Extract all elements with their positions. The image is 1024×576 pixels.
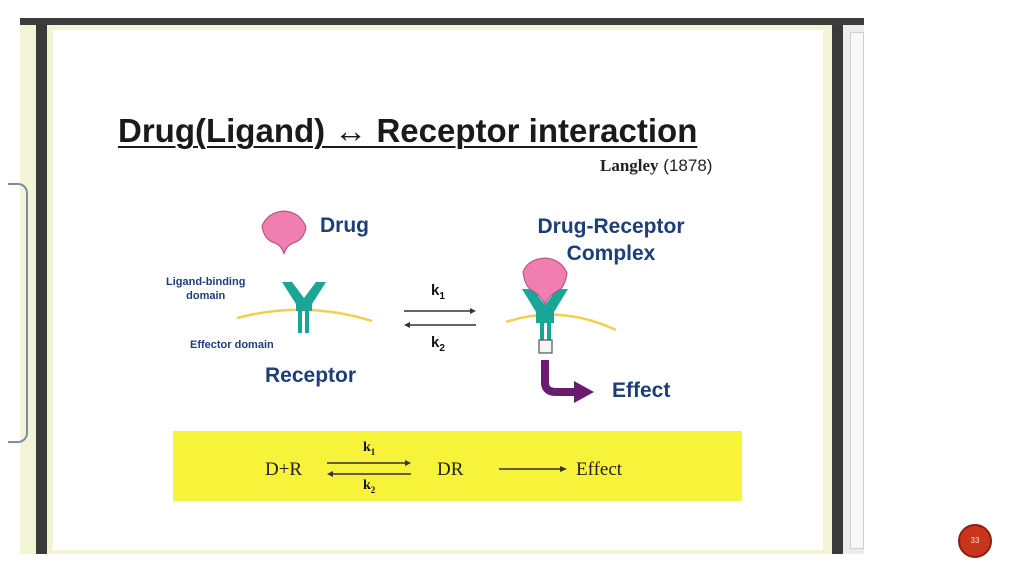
rate-constant-k2: k2 bbox=[431, 334, 445, 354]
citation-author: Langley bbox=[600, 156, 659, 175]
frame-right-pillar bbox=[832, 25, 843, 554]
effector-domain-label: Effector domain bbox=[190, 339, 274, 351]
page-number-badge: 33 bbox=[958, 524, 992, 558]
complex-label-line2: Complex bbox=[566, 242, 656, 265]
effect-label: Effect bbox=[612, 379, 671, 402]
drug-shape bbox=[261, 210, 307, 255]
equation-effect: Effect bbox=[576, 459, 623, 480]
citation-year: (1878) bbox=[663, 156, 713, 175]
ligand-binding-line1: Ligand-binding bbox=[166, 276, 246, 288]
citation: Langley (1878) bbox=[600, 156, 712, 176]
slide-title: Drug(Ligand) ↔ Receptor interaction bbox=[118, 112, 698, 149]
receptor-shape bbox=[282, 282, 326, 333]
equation-k1: k1 bbox=[363, 440, 376, 457]
frame-left-pillar bbox=[36, 25, 47, 554]
equilibrium-arrows bbox=[404, 308, 476, 328]
complex-receptor-shape bbox=[522, 289, 568, 354]
equation-complex: DR bbox=[437, 459, 464, 480]
receptor-label: Receptor bbox=[265, 364, 357, 387]
ligand-binding-domain-label: Ligand-binding domain bbox=[166, 275, 245, 303]
effect-arrow bbox=[541, 360, 594, 403]
equation-box bbox=[173, 431, 742, 501]
rate-constant-k1: k1 bbox=[431, 282, 445, 302]
equation-reactants: D+R bbox=[265, 459, 303, 480]
frame-top-bar bbox=[20, 18, 864, 25]
frame-right-scrollbar[interactable] bbox=[850, 32, 864, 549]
complex-label-line1: Drug-Receptor bbox=[537, 215, 685, 238]
equation-k2: k2 bbox=[363, 478, 376, 495]
drug-label: Drug bbox=[320, 214, 369, 237]
membrane-right bbox=[505, 313, 617, 332]
left-side-bracket bbox=[8, 183, 28, 443]
ligand-binding-line2: domain bbox=[186, 290, 226, 302]
complex-drug-shape bbox=[522, 257, 568, 306]
complex-label: Drug-Receptor Complex bbox=[518, 213, 704, 267]
